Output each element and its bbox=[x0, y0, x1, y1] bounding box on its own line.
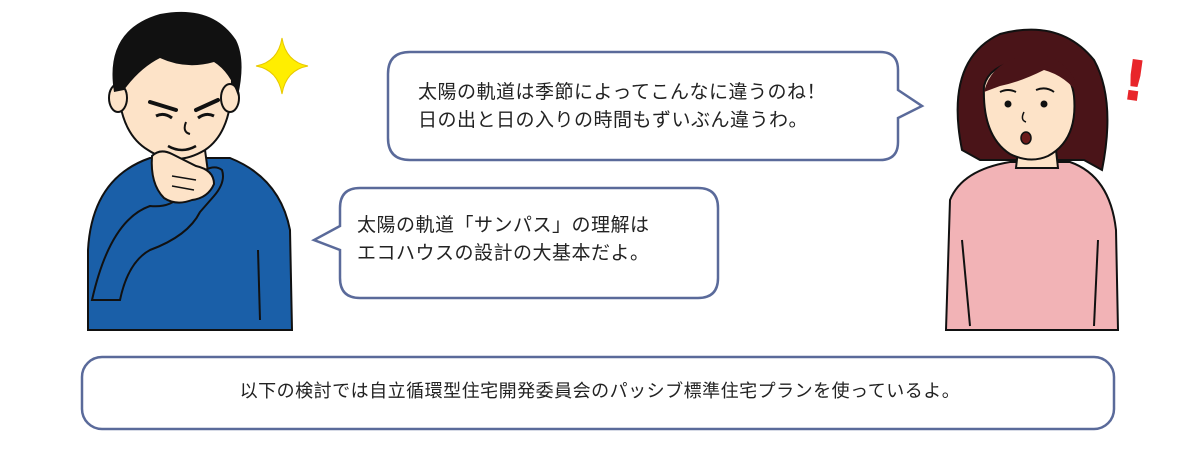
man-shirt bbox=[87, 157, 294, 331]
woman-character bbox=[944, 28, 1120, 331]
man-speech-line-2: エコハウスの設計の大基本だよ。 bbox=[357, 242, 650, 264]
woman-speech-bubble bbox=[386, 50, 925, 162]
woman-speech-text: 太陽の軌道は季節によってこんなに違うのね！ 日の出と日の入りの時間もずいぶん違う… bbox=[418, 78, 826, 134]
footer-speech-bubble bbox=[80, 355, 1116, 431]
man-character bbox=[87, 11, 294, 331]
footer-speech-text: 以下の検討では自立循環型住宅開発委員会のパッシブ標準住宅プランを使っているよ。 bbox=[239, 381, 961, 402]
woman-speech-line-2: 日の出と日の入りの時間もずいぶん違うわ。 bbox=[418, 109, 809, 131]
woman-speech-line-1: 太陽の軌道は季節によってこんなに違うのね！ bbox=[418, 81, 826, 103]
man-speech-line-1: 太陽の軌道「サンパス」の理解は bbox=[357, 214, 650, 236]
man-hair bbox=[112, 11, 242, 96]
man-speech-text: 太陽の軌道「サンパス」の理解は エコハウスの設計の大基本だよ。 bbox=[357, 211, 650, 267]
exclamation-icon: ! bbox=[1117, 48, 1151, 116]
man-hand bbox=[150, 150, 216, 204]
man-speech-bubble bbox=[311, 186, 720, 300]
woman-sweater bbox=[944, 161, 1120, 331]
woman-mouth bbox=[1020, 131, 1032, 145]
sparkle-icon bbox=[255, 37, 309, 95]
